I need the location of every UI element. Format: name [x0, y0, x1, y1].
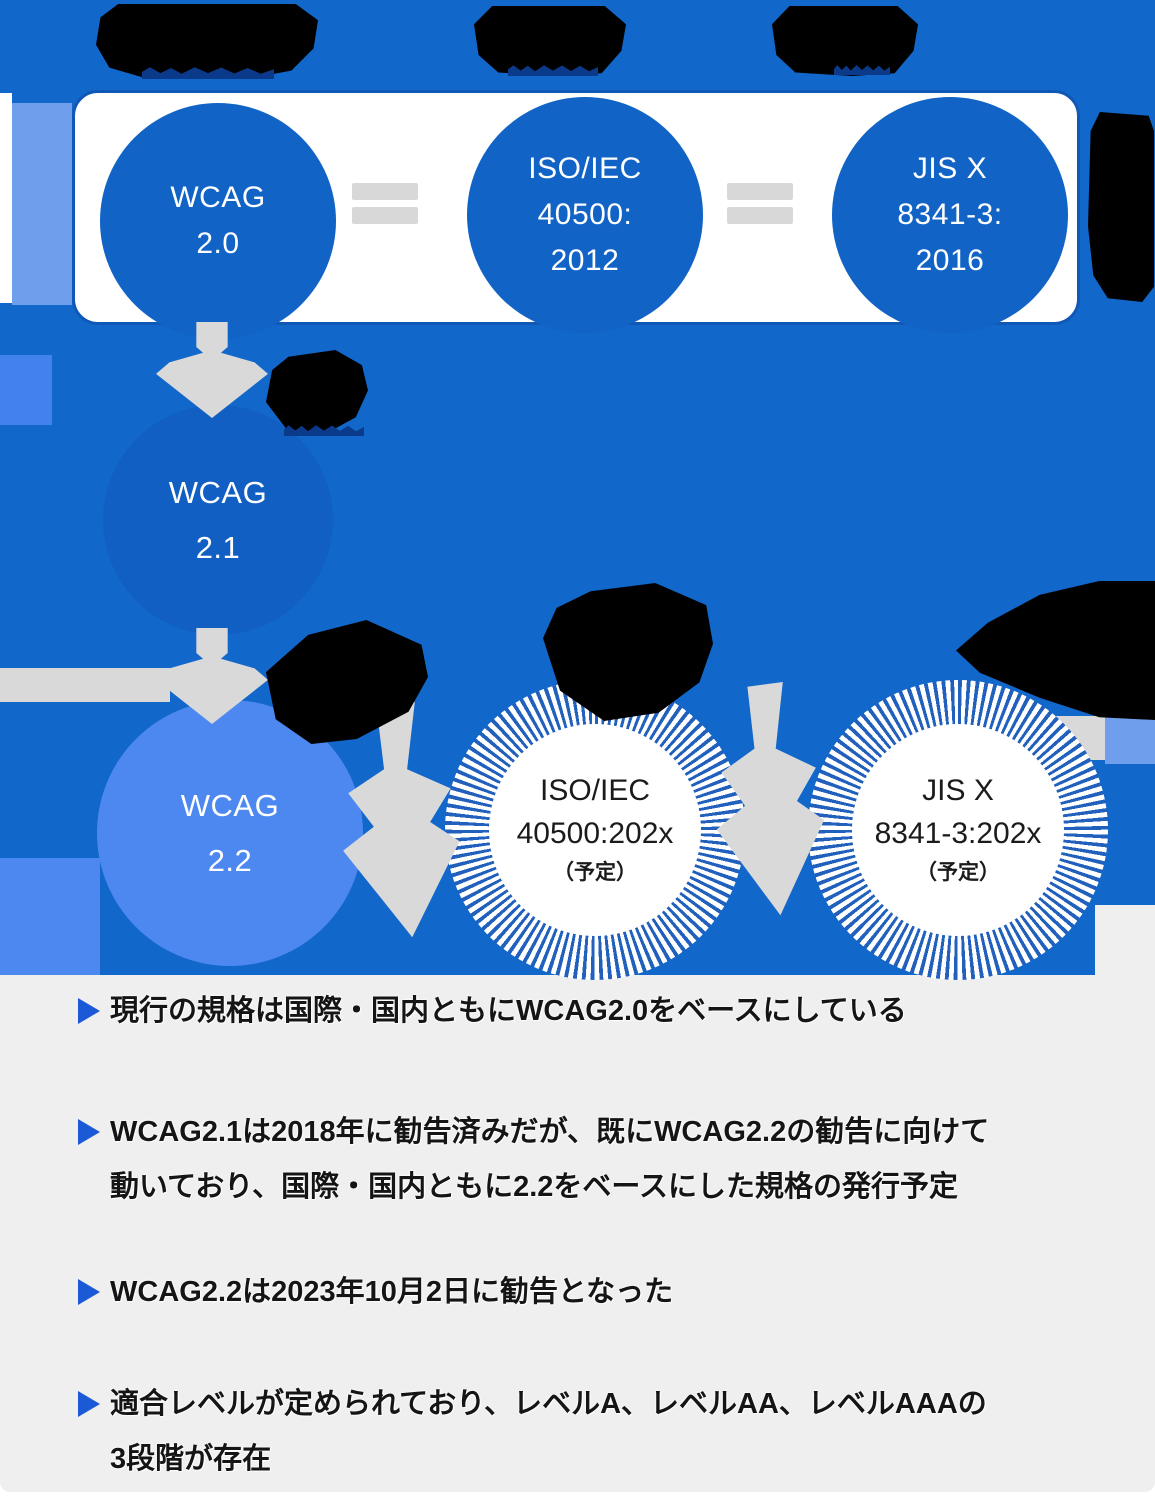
label-blob-fringe [142, 67, 274, 79]
node-iso-40500-2012-label: ISO/IEC 40500: 2012 [528, 146, 642, 284]
equals-bar [727, 183, 793, 200]
decor-light-blue-patch [0, 355, 52, 425]
note-text: WCAG2.1は2018年に勧告済みだが、既にWCAG2.2の勧告に向けて 動い… [110, 1105, 989, 1215]
node-wcag-2-1-label: WCAG 2.1 [169, 465, 267, 575]
label-blob-fringe [834, 65, 890, 75]
equals-bar [727, 207, 793, 224]
label-blob-fringe [284, 425, 364, 436]
node-line: JIS X [922, 774, 994, 807]
node-line: 2012 [550, 244, 620, 277]
node-iso-40500-202x-label: ISO/IEC 40500:202x （予定） [517, 769, 674, 891]
node-line: 2016 [915, 244, 985, 277]
decor-light-blue-right [1105, 714, 1155, 764]
decor-white-strip [0, 93, 12, 303]
node-jis-8341-3-2016: JIS X 8341-3: 2016 [832, 97, 1068, 333]
node-line: WCAG [180, 788, 280, 823]
node-wcag-2-0: WCAG 2.0 [100, 103, 336, 339]
equals-bar [352, 183, 418, 200]
decor-light-blue-band [12, 103, 72, 305]
note-line: WCAG2.1は2018年に勧告済みだが、既にWCAG2.2の勧告に向けて [110, 1116, 990, 1148]
node-jis-8341-3-202x-label: JIS X 8341-3:202x （予定） [875, 769, 1042, 891]
equals-icon [727, 183, 793, 224]
bullet-triangle-icon [78, 998, 100, 1024]
note-line: 現行の規格は国際・国内ともにWCAG2.0をベースにしている [110, 995, 907, 1027]
notes-background [0, 975, 1155, 1492]
node-jis-8341-3-202x: JIS X 8341-3:202x （予定） [852, 724, 1064, 936]
label-blob [474, 6, 626, 76]
bullet-triangle-icon [78, 1119, 100, 1145]
note-text: WCAG2.2は2023年10月2日に勧告となった [110, 1265, 673, 1320]
note-item: 適合レベルが定められており、レベルA、レベルAA、レベルAAAの 3段階が存在 [78, 1377, 1088, 1487]
node-line: 2.0 [196, 227, 240, 260]
node-line: 40500: [537, 198, 633, 231]
note-line: 適合レベルが定められており、レベルA、レベルAA、レベルAAAの [110, 1388, 987, 1420]
node-line: WCAG [170, 181, 266, 214]
note-item: WCAG2.2は2023年10月2日に勧告となった [78, 1265, 1088, 1320]
node-line: 8341-3:202x [874, 817, 1042, 850]
equals-icon [352, 183, 418, 224]
node-iso-40500-202x: ISO/IEC 40500:202x （予定） [489, 724, 701, 936]
equals-bar [352, 207, 418, 224]
node-line: ISO/IEC [539, 774, 651, 807]
node-line: 8341-3: [897, 198, 1003, 231]
label-blob [1088, 112, 1154, 302]
node-line: 40500:202x [516, 817, 674, 850]
node-line: 2.2 [207, 843, 253, 878]
node-iso-40500-2012: ISO/IEC 40500: 2012 [467, 97, 703, 333]
node-wcag-2-2: WCAG 2.2 [97, 700, 363, 966]
bullet-triangle-icon [78, 1279, 100, 1305]
node-line-planned: （予定） [553, 861, 637, 884]
note-item: 現行の規格は国際・国内ともにWCAG2.0をベースにしている [78, 984, 1088, 1039]
node-jis-8341-3-2016-label: JIS X 8341-3: 2016 [897, 146, 1002, 284]
decor-gray-band [0, 668, 170, 702]
label-blob [772, 6, 918, 76]
node-line: JIS X [912, 152, 988, 185]
note-text: 適合レベルが定められており、レベルA、レベルAA、レベルAAAの 3段階が存在 [110, 1377, 987, 1487]
node-wcag-2-0-label: WCAG 2.0 [170, 175, 265, 267]
bullet-triangle-icon [78, 1391, 100, 1417]
decor-light-blue-bottom-left [0, 858, 100, 975]
note-line: 動いており、国際・国内ともに2.2をベースにした規格の発行予定 [110, 1171, 958, 1203]
node-line: 2.1 [195, 530, 241, 565]
label-blob [96, 4, 318, 78]
decor-gray-bottom-right [1095, 905, 1155, 975]
node-line: ISO/IEC [528, 152, 642, 185]
note-line: 3段階が存在 [110, 1443, 272, 1475]
note-line: WCAG2.2は2023年10月2日に勧告となった [110, 1276, 674, 1308]
node-line: WCAG [168, 475, 268, 510]
note-item: WCAG2.1は2018年に勧告済みだが、既にWCAG2.2の勧告に向けて 動い… [78, 1105, 1088, 1215]
node-wcag-2-2-label: WCAG 2.2 [181, 778, 279, 888]
note-text: 現行の規格は国際・国内ともにWCAG2.0をベースにしている [110, 984, 907, 1039]
node-wcag-2-1: WCAG 2.1 [103, 405, 333, 635]
node-line-planned: （予定） [916, 861, 1000, 884]
